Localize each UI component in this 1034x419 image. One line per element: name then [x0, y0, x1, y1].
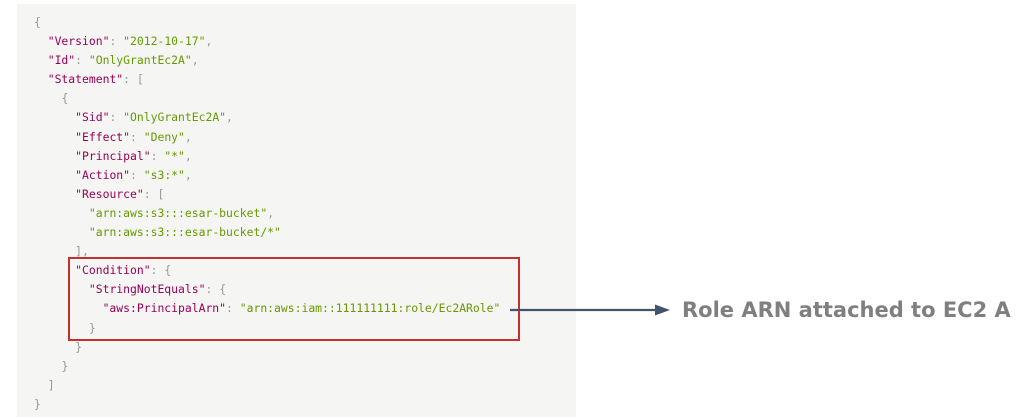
- sid-key: "Sid": [75, 110, 110, 125]
- open-brace: {: [34, 15, 41, 29]
- code-panel: { "Version": "2012-10-17", "Id": "OnlyGr…: [17, 4, 576, 417]
- code-line: "Resource": [: [75, 186, 165, 201]
- code-line: "aws:PrincipalArn": "arn:aws:iam::111111…: [102, 301, 501, 316]
- operator-open: {: [219, 282, 227, 297]
- code-line: }: [34, 357, 500, 376]
- statement-close: ]: [47, 377, 55, 392]
- code-line: "Statement": [: [47, 72, 144, 87]
- code-line: "Version": "2012-10-17",: [47, 34, 213, 49]
- code-line: "Id": "OnlyGrantEc2A",: [47, 53, 199, 68]
- code-line: }: [34, 338, 500, 357]
- id-value: "OnlyGrantEc2A": [88, 53, 192, 68]
- operator-close: }: [88, 320, 96, 335]
- statement-key: "Statement": [47, 72, 124, 87]
- id-key: "Id": [47, 53, 76, 68]
- code-line: "Sid": "OnlyGrantEc2A",: [75, 110, 233, 125]
- statement-item-open: {: [61, 91, 69, 106]
- version-key: "Version": [47, 34, 110, 49]
- code-line: ],: [75, 244, 89, 259]
- resource-key: "Resource": [75, 186, 144, 201]
- effect-value: "Deny": [143, 129, 185, 144]
- statement-open: [: [136, 72, 144, 87]
- code-line: "Effect": "Deny",: [75, 129, 192, 144]
- resource-close: ]: [75, 244, 83, 259]
- code-line: {: [34, 13, 500, 32]
- resource-value: "arn:aws:s3:::esar-bucket/*": [88, 225, 281, 240]
- condition-open: {: [164, 263, 172, 278]
- principal-arn-value: "arn:aws:iam::111111111:role/Ec2ARole": [239, 301, 501, 316]
- code-line: "arn:aws:s3:::esar-bucket",: [88, 205, 275, 220]
- action-value: "s3:*": [143, 167, 185, 182]
- code-line: ]: [34, 376, 500, 395]
- arrow-right-icon: [510, 304, 670, 316]
- principal-arn-key: "aws:PrincipalArn": [102, 301, 227, 316]
- statement-item-close: }: [61, 358, 69, 373]
- principal-value: "*": [164, 148, 185, 163]
- version-value: "2012-10-17": [123, 34, 206, 49]
- action-key: "Action": [75, 167, 131, 182]
- condition-close: }: [75, 339, 83, 354]
- condition-highlight-box: [68, 257, 520, 341]
- json-policy-code: { "Version": "2012-10-17", "Id": "OnlyGr…: [34, 13, 500, 414]
- code-line: "Action": "s3:*",: [75, 167, 192, 182]
- resource-value: "arn:aws:s3:::esar-bucket": [88, 205, 268, 220]
- sid-value: "OnlyGrantEc2A": [123, 110, 227, 125]
- principal-key: "Principal": [75, 148, 151, 163]
- annotation-label: Role ARN attached to EC2 A: [682, 298, 1011, 322]
- code-line: "StringNotEquals": {: [88, 282, 227, 297]
- resource-open: [: [157, 186, 165, 201]
- operator-key: "StringNotEquals": [88, 282, 206, 297]
- code-line: "Principal": "*",: [75, 148, 192, 163]
- effect-key: "Effect": [75, 129, 131, 144]
- code-line: "arn:aws:s3:::esar-bucket/*": [34, 223, 500, 242]
- code-line: {: [34, 89, 500, 108]
- condition-key: "Condition": [75, 263, 151, 278]
- code-line: "Condition": {: [75, 263, 172, 278]
- code-line: }: [34, 319, 500, 338]
- code-line: }: [34, 395, 500, 414]
- close-brace: }: [34, 396, 41, 411]
